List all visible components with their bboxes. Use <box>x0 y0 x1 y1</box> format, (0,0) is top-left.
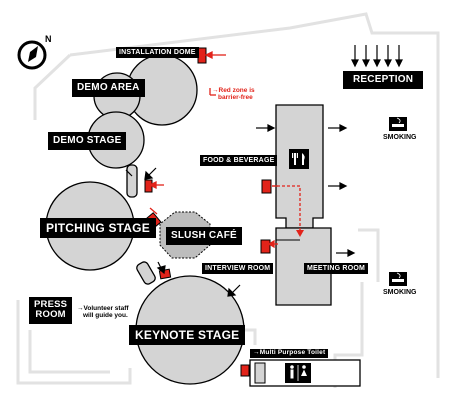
press-room-line-2: ROOM <box>35 309 66 321</box>
barrier-free-note-line-1: →Red zone is <box>212 87 255 94</box>
barrier-free-route <box>272 185 301 232</box>
pitching-stage-label[interactable]: PITCHING STAGE <box>40 218 156 238</box>
smoking-label-2: SMOKING <box>383 289 417 296</box>
fork-knife-icon <box>289 149 309 169</box>
meeting-room-label[interactable]: MEETING ROOM <box>304 263 369 274</box>
stage-circles <box>45 54 245 385</box>
interview-room-label[interactable]: INTERVIEW ROOM <box>202 263 274 274</box>
arrow-icon <box>125 124 356 297</box>
smoking-label-1: SMOKING <box>383 134 417 141</box>
installation-dome-label[interactable]: INSTALLATION DOME <box>116 47 199 58</box>
meeting-room-block <box>275 227 332 306</box>
volunteer-note: →Volunteer staff will guide you. <box>77 305 129 319</box>
compass-north-label: N <box>45 34 52 44</box>
slush-cafe-label[interactable]: SLUSH CAFÉ <box>166 227 242 245</box>
reception-label[interactable]: RECEPTION <box>343 71 424 89</box>
food-beverage-label[interactable]: FOOD & BEVERAGE <box>200 155 278 166</box>
red-arrow-icon <box>148 50 278 249</box>
barrier-free-note-line-2: barrier-free <box>218 93 253 101</box>
volunteer-note-line-1: →Volunteer staff <box>77 305 129 312</box>
toilet-note: →Multi Purpose Toilet <box>250 349 329 358</box>
barrier-free-note: →Red zone is barrier-free <box>212 87 255 102</box>
smoking-icon <box>389 117 407 131</box>
building-walls <box>16 12 440 388</box>
press-room-label[interactable]: PRESS ROOM <box>29 297 73 324</box>
press-room-line-1: PRESS <box>34 299 68 310</box>
demo-area-label[interactable]: DEMO AREA <box>72 79 145 97</box>
smoking-icon <box>389 272 407 286</box>
restroom-icon <box>285 363 311 383</box>
demo-stage-label[interactable]: DEMO STAGE <box>48 132 127 150</box>
compass-icon <box>17 40 47 70</box>
volunteer-note-line-2: will guide you. <box>83 312 128 320</box>
reception-entrance-arrows <box>351 45 403 68</box>
keynote-stage-label[interactable]: KEYNOTE STAGE <box>129 325 246 345</box>
